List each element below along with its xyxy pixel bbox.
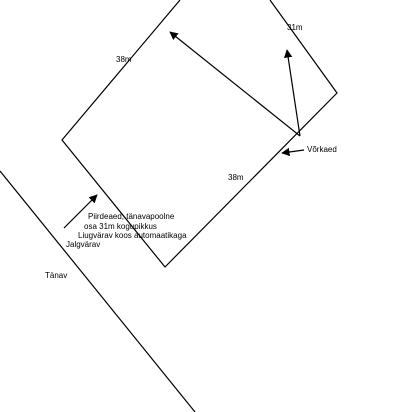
arrow-top-edge: [169, 31, 301, 137]
label-fence-type: Võrkaed: [307, 145, 337, 154]
street-line: [0, 170, 196, 412]
arrow-right-edge: [283, 49, 301, 137]
label-street-fence-line-3: Liugvärav koos automaatikaga: [78, 231, 187, 240]
label-top-edge: 38m: [116, 55, 132, 64]
label-right-edge: 31m: [287, 23, 303, 32]
plot-boundary: [61, 0, 338, 268]
arrow-fence-type: [281, 147, 305, 157]
label-bottom-edge: 38m: [228, 173, 244, 182]
label-street-fence-line-1: Piirdeaed, tänavapoolne: [88, 212, 175, 221]
label-street: Tänav: [45, 271, 67, 280]
arrow-street-fence: [63, 194, 98, 229]
label-street-fence-line-4: Jalgvärav: [66, 240, 100, 249]
label-street-fence-line-2: osa 31m kogupikkus: [84, 222, 157, 231]
